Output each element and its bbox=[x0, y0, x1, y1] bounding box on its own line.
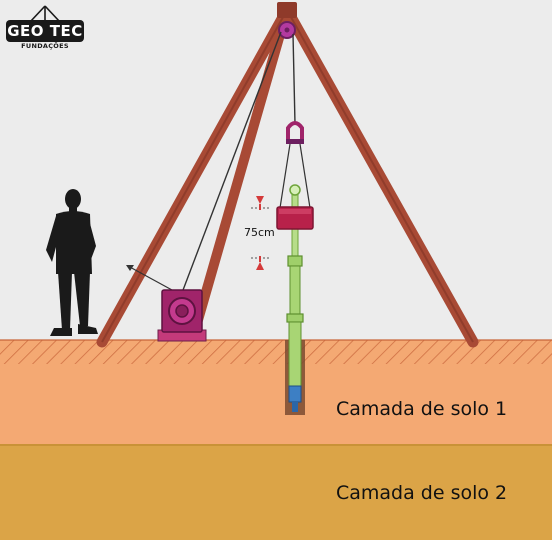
tripod-leg-middle bbox=[193, 5, 292, 325]
logo-name: GEO TEC bbox=[7, 22, 83, 40]
logo-tripod-icon bbox=[29, 5, 61, 23]
anvil bbox=[287, 255, 303, 267]
sampler-tube bbox=[288, 321, 302, 387]
rope-winch bbox=[179, 31, 282, 299]
drive-rod bbox=[289, 265, 301, 317]
logo: GEO TEC bbox=[6, 20, 84, 42]
soil-layer-2-label: Camada de solo 2 bbox=[336, 482, 508, 504]
shackle-icon bbox=[286, 121, 304, 140]
person-icon bbox=[46, 189, 98, 336]
drop-height-label: 75cm bbox=[244, 226, 275, 239]
winch bbox=[157, 289, 207, 342]
arrow-head-icon bbox=[126, 265, 134, 271]
ground-hatch bbox=[0, 340, 552, 364]
marker-top-icon bbox=[256, 196, 264, 204]
soil-layer-1-label: Camada de solo 1 bbox=[336, 398, 508, 420]
coupling bbox=[286, 313, 304, 323]
rope-guide bbox=[127, 265, 173, 291]
logo-subtitle: FUNDAÇÕES bbox=[21, 42, 69, 50]
tripod-head bbox=[277, 2, 297, 18]
soil-layer-2 bbox=[0, 445, 552, 540]
rope-hammer bbox=[292, 33, 296, 125]
sampler-tip bbox=[288, 385, 302, 403]
drop-height-marker bbox=[251, 196, 269, 270]
tripod bbox=[96, 2, 479, 348]
marker-bottom-icon bbox=[256, 262, 264, 270]
